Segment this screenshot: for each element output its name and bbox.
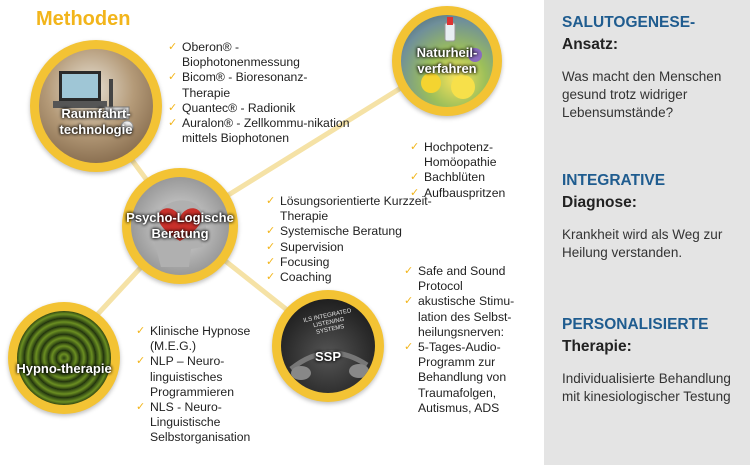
node-naturheilverfahren[interactable]: Naturheil-verfahren — [392, 6, 502, 116]
list-ssp: Safe and Sound Protocol akustische Stimu… — [404, 264, 540, 416]
laptop-device-icon — [53, 71, 134, 134]
list-item: Focusing — [266, 255, 444, 270]
list-raumfahrt: Oberon® - Biophotonenmessung Bicom® - Bi… — [168, 40, 353, 146]
headphones-icon — [289, 350, 369, 380]
list-item: Bachblüten — [410, 170, 540, 185]
node-raumfahrt-image — [39, 49, 153, 163]
section-heading-salutogenese: SALUTOGENESE- — [562, 14, 696, 31]
list-item: Systemische Beratung — [266, 224, 444, 239]
list-item: Supervision — [266, 240, 444, 255]
node-hypno-label: Hypno-therapie — [16, 361, 112, 377]
node-ssp[interactable]: ILS INTEGRATED LISTENING SYSTEMS SSP — [272, 290, 384, 402]
list-item: NLP – Neuro-linguistisches Programmieren — [136, 354, 276, 400]
right-info-panel: SALUTOGENESE- Ansatz: Was macht den Mens… — [544, 0, 750, 465]
node-psycho-image — [131, 177, 229, 275]
node-naturheil-image — [401, 15, 493, 107]
node-psycho-label: Psycho-Logische Beratung — [126, 210, 234, 241]
node-hypnotherapie[interactable]: Hypno-therapie — [8, 302, 120, 414]
section-text-salutogenese: Was macht den Menschen gesund trotz widr… — [562, 69, 722, 120]
list-item: Safe and Sound Protocol — [404, 264, 540, 294]
list-item: Klinische Hypnose (M.E.G.) — [136, 324, 276, 354]
node-ssp-image: ILS INTEGRATED LISTENING SYSTEMS — [281, 299, 375, 393]
node-hypno-image — [17, 311, 111, 405]
list-item: Coaching — [266, 270, 444, 285]
node-ssp-label: SSP — [314, 349, 341, 365]
list-hypno: Klinische Hypnose (M.E.G.) NLP – Neuro-l… — [136, 324, 276, 446]
node-psychologische-beratung[interactable]: Psycho-Logische Beratung — [122, 168, 238, 284]
node-raumfahrt-label: Raumfahrt-technologie — [59, 105, 133, 137]
section-subheading-ansatz: Ansatz: — [562, 36, 618, 53]
list-psycho: Lösungsorientierte Kurzzeit-Therapie Sys… — [266, 194, 444, 285]
node-naturheil-label: Naturheil-verfahren — [416, 45, 478, 76]
section-heading-personalisierte: PERSONALISIERTE — [562, 316, 709, 333]
section-text-personalisierte: Individualisierte Behandlung mit kinesio… — [562, 371, 731, 404]
list-item: NLS - Neuro-Linguistische Selbstorganisa… — [136, 400, 276, 446]
list-item: akustische Stimu-lation des Selbst-heilu… — [404, 294, 540, 340]
section-text-integrative: Krankheit wird als Weg zur Heilung verst… — [562, 227, 723, 260]
list-item: Oberon® - Biophotonenmessung — [168, 40, 353, 70]
section-subheading-diagnose: Diagnose: — [562, 194, 637, 211]
list-item: 5-Tages-Audio-Programm zur Behandlung vo… — [404, 340, 540, 416]
list-item: Quantec® - Radionik — [168, 101, 353, 116]
list-item: Lösungsorientierte Kurzzeit-Therapie — [266, 194, 444, 224]
node-raumfahrttechnologie[interactable]: Raumfahrt-technologie — [30, 40, 162, 172]
section-subheading-therapie: Therapie: — [562, 338, 632, 355]
list-item: Hochpotenz-Homöopathie — [410, 140, 540, 170]
list-naturheil: Hochpotenz-Homöopathie Bachblüten Aufbau… — [410, 140, 540, 201]
list-item: Auralon® - Zellkommu-nikation mittels Bi… — [168, 116, 353, 146]
page-title: Methoden — [36, 8, 131, 30]
list-item: Bicom® - Bioresonanz-Therapie — [168, 70, 353, 100]
section-heading-integrative: INTEGRATIVE — [562, 172, 666, 189]
heart-head-icon — [152, 200, 207, 267]
flower-bottle-icon — [421, 17, 482, 99]
